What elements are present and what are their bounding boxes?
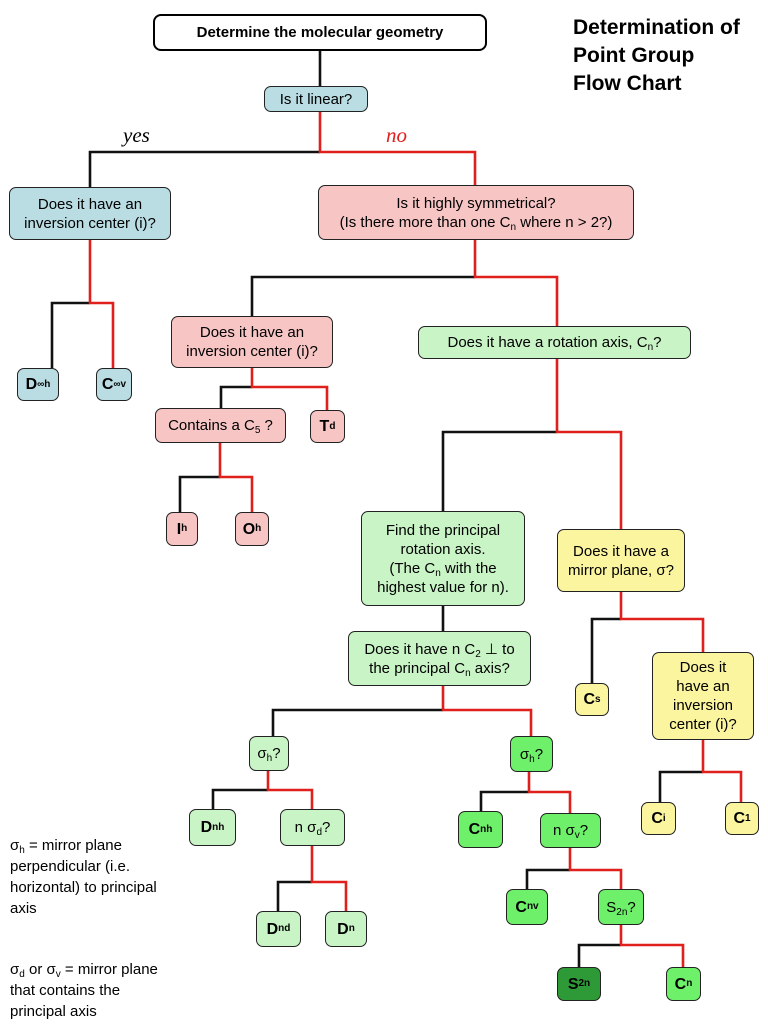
node-n-sigma-v-text: n σv? [552, 822, 589, 841]
node-principal-axis-line-2: (The Cn with the highest value for n). [377, 559, 509, 596]
node-mirror-plane-text: Does it have a mirror plane, σ? [568, 542, 674, 579]
node-highly-symmetrical-line-2: (Is there more than one Cn where n > 2?) [339, 213, 613, 233]
node-sigma-h-left-text: σh? [257, 745, 281, 764]
node-dnd-main: D [266, 920, 279, 938]
node-rotation-axis-text: Does it have a rotation axis, Cn? [447, 334, 662, 353]
chart-title-line-3: Flow Chart [573, 72, 682, 95]
node-inversion-linear: Does it have an inversion center (i)? [9, 187, 171, 240]
node-c-inf-v: C∞v [96, 368, 132, 401]
note-sigma-d-v: σd or σv = mirror plane that contains th… [10, 961, 158, 1020]
node-highly-symmetrical: Is it highly symmetrical? (Is there more… [318, 185, 634, 240]
node-dnh-main: D [200, 819, 213, 836]
node-td-main: T [319, 418, 330, 435]
chart-title-line-2: Point Group [573, 44, 695, 67]
node-n-sigma-v: n σv? [540, 813, 601, 848]
node-c-inf-v-main: C [101, 376, 114, 393]
node-ih-main: I [176, 520, 182, 538]
node-n-c2-text: Does it have n C2 ⊥ to the principal Cn … [364, 640, 515, 679]
node-n-c2: Does it have n C2 ⊥ to the principal Cn … [348, 631, 531, 686]
node-cs-main: C [583, 691, 595, 708]
node-c1-main: C [733, 810, 745, 827]
node-determine-geometry-text: Determine the molecular geometry [196, 24, 444, 41]
node-ci-main: C [651, 810, 663, 827]
node-is-linear-text: Is it linear? [279, 90, 353, 108]
node-sigma-h-right-text: σh? [519, 745, 544, 765]
node-s2n-question: S2n? [598, 889, 644, 925]
node-sigma-h-right: σh? [510, 736, 553, 772]
node-oh-main: O [242, 520, 256, 538]
node-rotation-axis: Does it have a rotation axis, Cn? [418, 326, 691, 359]
note-sigma-h: σh = mirror plane perpendicular (i.e. ho… [10, 837, 157, 917]
node-inversion-low: Does it have an inversion center (i)? [652, 652, 754, 740]
node-inversion-linear-text: Does it have an inversion center (i)? [24, 195, 156, 232]
node-inversion-high: Does it have an inversion center (i)? [171, 316, 333, 368]
node-determine-geometry: Determine the molecular geometry [153, 14, 487, 51]
node-n-sigma-d: n σd? [280, 809, 345, 846]
node-inversion-high-text: Does it have an inversion center (i)? [186, 324, 318, 360]
node-principal-axis: Find the principal rotation axis. (The C… [361, 511, 525, 606]
chart-title: Determination of Point Group Flow Chart [573, 14, 740, 98]
node-d-inf-h-main: D [25, 376, 38, 393]
node-cnv-main: C [515, 898, 527, 916]
node-cn-main: C [674, 975, 687, 993]
node-sigma-h-left: σh? [249, 736, 289, 771]
no-label: no [386, 123, 407, 147]
node-s2n-question-text: S2n? [606, 898, 636, 918]
node-dn-main: D [337, 920, 349, 938]
yes-label: yes [123, 123, 150, 147]
node-highly-symmetrical-line-1: Is it highly symmetrical? [396, 194, 556, 212]
node-contains-c5: Contains a C5 ? [155, 408, 286, 443]
node-is-linear: Is it linear? [264, 86, 368, 112]
node-s2n-main: S [567, 975, 579, 993]
node-n-sigma-d-text: n σd? [294, 819, 331, 838]
node-contains-c5-text: Contains a C5 ? [168, 417, 273, 436]
node-mirror-plane: Does it have a mirror plane, σ? [557, 529, 685, 592]
chart-title-line-1: Determination of [573, 16, 740, 39]
node-inversion-low-text: Does it have an inversion center (i)? [669, 659, 737, 733]
node-d-inf-h: D∞h [17, 368, 59, 401]
node-cnh-main: C [468, 821, 481, 838]
node-principal-axis-line-1: Find the principal rotation axis. [385, 521, 501, 558]
